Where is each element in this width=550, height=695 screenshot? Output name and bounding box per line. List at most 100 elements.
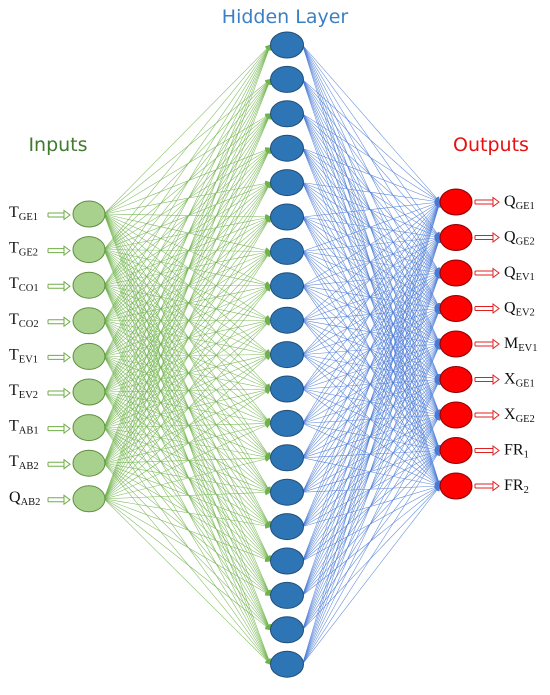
connection-in-1-2 xyxy=(103,113,272,250)
connection-in-0-12 xyxy=(103,213,272,459)
output-arrow-4 xyxy=(474,338,500,350)
hidden-node-3 xyxy=(270,134,304,162)
connection-in-5-0 xyxy=(103,44,272,393)
connection-out-18-5 xyxy=(302,378,441,665)
connection-out-16-0 xyxy=(302,201,442,596)
hidden-node-16 xyxy=(270,581,304,609)
input-arrow-1 xyxy=(47,245,71,257)
connection-in-2-11 xyxy=(103,284,272,425)
connection-out-7-6 xyxy=(302,285,441,416)
hidden-node-1 xyxy=(270,65,304,93)
connection-in-0-7 xyxy=(103,213,272,287)
connection-out-12-8 xyxy=(302,457,441,488)
input-label-6: TAB1 xyxy=(9,418,39,437)
connection-in-0-14 xyxy=(103,213,271,528)
connection-out-5-8 xyxy=(302,216,441,487)
connection-in-8-6 xyxy=(103,250,272,499)
connection-in-8-10 xyxy=(103,388,272,500)
connection-out-12-3 xyxy=(302,307,441,458)
connection-out-5-3 xyxy=(302,216,441,310)
input-arrow-0 xyxy=(47,209,71,221)
connection-out-9-8 xyxy=(302,354,441,487)
output-arrow-0 xyxy=(474,196,500,208)
connection-in-7-15 xyxy=(103,462,272,562)
connection-in-2-17 xyxy=(103,285,272,631)
connection-in-6-16 xyxy=(103,427,272,597)
connection-in-3-8 xyxy=(103,317,272,324)
connection-in-0-1 xyxy=(103,78,272,215)
connection-in-1-8 xyxy=(103,249,272,322)
connection-in-7-14 xyxy=(103,462,272,528)
hidden-node-7 xyxy=(270,272,304,300)
connection-in-5-12 xyxy=(103,391,272,459)
connection-in-2-18 xyxy=(103,285,272,666)
connection-in-4-16 xyxy=(103,356,272,597)
connection-in-3-14 xyxy=(103,320,272,528)
connection-out-4-4 xyxy=(302,182,441,345)
output-node-7 xyxy=(439,437,473,464)
connection-in-2-14 xyxy=(103,285,272,528)
input-arrow-8 xyxy=(47,494,71,506)
connection-out-4-7 xyxy=(302,182,441,452)
connection-out-3-2 xyxy=(302,147,441,274)
connection-in-3-5 xyxy=(103,216,272,322)
connection-in-0-10 xyxy=(103,213,272,390)
connection-out-5-5 xyxy=(302,216,441,381)
connection-in-6-0 xyxy=(103,44,272,428)
connection-out-15-6 xyxy=(302,414,441,562)
connection-out-18-7 xyxy=(302,449,441,665)
output-label-5: XGE1 xyxy=(504,371,535,390)
connection-in-3-2 xyxy=(103,113,272,321)
output-label-7: FR1 xyxy=(504,442,529,461)
connection-out-18-0 xyxy=(302,201,442,665)
connection-out-18-8 xyxy=(302,485,441,665)
connection-in-0-4 xyxy=(103,180,272,215)
connection-in-6-15 xyxy=(103,427,272,562)
connection-in-3-10 xyxy=(103,320,272,390)
connection-out-8-3 xyxy=(302,305,441,321)
hidden-node-5 xyxy=(270,203,304,231)
connection-in-5-4 xyxy=(103,181,272,393)
connection-in-1-11 xyxy=(103,249,272,425)
connection-out-8-6 xyxy=(302,319,441,416)
connection-out-6-0 xyxy=(302,200,441,252)
output-node-3 xyxy=(439,295,473,322)
connection-in-8-8 xyxy=(103,319,272,499)
input-label-8: QAB2 xyxy=(9,489,40,508)
connection-in-3-16 xyxy=(103,320,272,597)
connection-in-8-18 xyxy=(103,498,272,665)
connection-out-11-6 xyxy=(302,412,441,424)
connection-in-2-6 xyxy=(103,249,272,286)
connection-out-4-6 xyxy=(302,182,441,416)
connection-out-2-4 xyxy=(302,113,441,345)
connection-out-1-2 xyxy=(302,79,441,274)
input-hidden-connections xyxy=(103,44,272,666)
connection-out-12-5 xyxy=(302,379,441,459)
connection-in-2-4 xyxy=(103,182,272,286)
connection-out-14-5 xyxy=(302,378,441,527)
connection-in-0-11 xyxy=(103,213,272,425)
connection-out-8-1 xyxy=(302,236,441,321)
connection-in-1-5 xyxy=(103,215,272,250)
input-label-3: TCO2 xyxy=(9,311,39,330)
connection-out-11-0 xyxy=(302,201,441,424)
connection-out-3-1 xyxy=(302,147,441,239)
connection-in-0-5 xyxy=(103,213,272,220)
connection-out-5-0 xyxy=(302,199,441,218)
input-node-4 xyxy=(72,342,106,370)
connection-out-2-3 xyxy=(302,113,441,310)
connection-out-6-8 xyxy=(302,251,441,487)
connection-out-8-2 xyxy=(302,271,441,321)
outputs-title: Outputs xyxy=(453,134,529,156)
connection-in-5-15 xyxy=(103,391,272,562)
connection-in-3-12 xyxy=(103,320,272,459)
connection-in-4-15 xyxy=(103,356,272,562)
connection-in-4-7 xyxy=(103,284,272,357)
connection-in-0-13 xyxy=(103,213,272,494)
connection-in-0-15 xyxy=(103,213,272,562)
input-arrow-2 xyxy=(47,280,71,292)
connection-out-16-7 xyxy=(302,449,441,596)
connection-in-5-17 xyxy=(103,391,272,631)
